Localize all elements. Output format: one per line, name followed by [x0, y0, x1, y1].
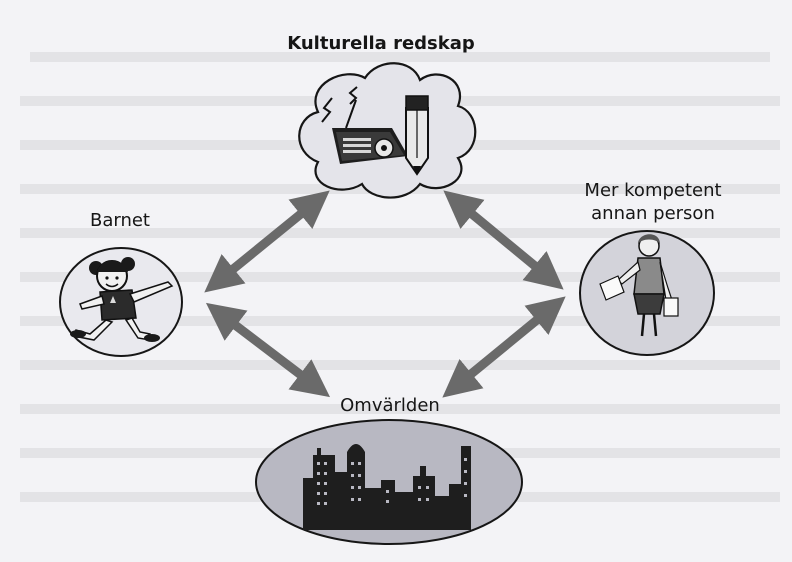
world-label: Omvärlden — [340, 395, 440, 416]
world-node — [255, 419, 523, 545]
arrow-tools-competent — [443, 190, 564, 290]
competent-node — [579, 230, 715, 356]
radio-icon — [321, 86, 408, 164]
competent-label-line1: Mer kompetent — [584, 180, 722, 201]
child-running-icon — [70, 257, 174, 342]
child-node — [59, 247, 183, 357]
arrows — [204, 190, 566, 398]
arrow-world-competent — [442, 296, 566, 398]
woman-with-paper-icon — [599, 234, 679, 337]
arrow-child-tools — [204, 190, 330, 293]
skyline-windows — [317, 458, 467, 505]
pencil-icon — [405, 95, 429, 176]
tools-label: Kulturella redskap — [287, 33, 475, 54]
child-label: Barnet — [89, 210, 150, 231]
arrow-child-world — [205, 302, 331, 398]
competent-label-line2: annan person — [591, 203, 715, 224]
tools-cloud — [298, 62, 477, 199]
